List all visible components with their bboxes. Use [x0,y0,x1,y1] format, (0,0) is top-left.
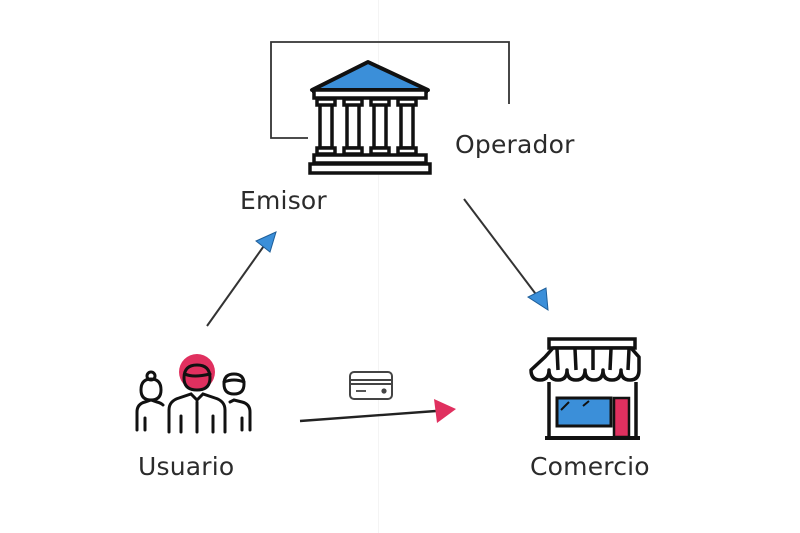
users-group-icon [135,354,252,434]
arrow-usuario-to-comercio [299,399,456,423]
bank-icon [308,60,432,175]
operador-bracket [270,41,510,139]
comercio-label: Comercio [530,452,650,481]
background-divider [378,0,379,533]
storefront-icon [529,337,641,440]
arrow-emisor-to-comercio [463,198,549,311]
credit-card-icon [349,371,393,400]
arrow-usuario-to-emisor [206,231,277,327]
operador-label: Operador [455,130,575,159]
emisor-label: Emisor [240,186,327,215]
usuario-label: Usuario [138,452,235,481]
